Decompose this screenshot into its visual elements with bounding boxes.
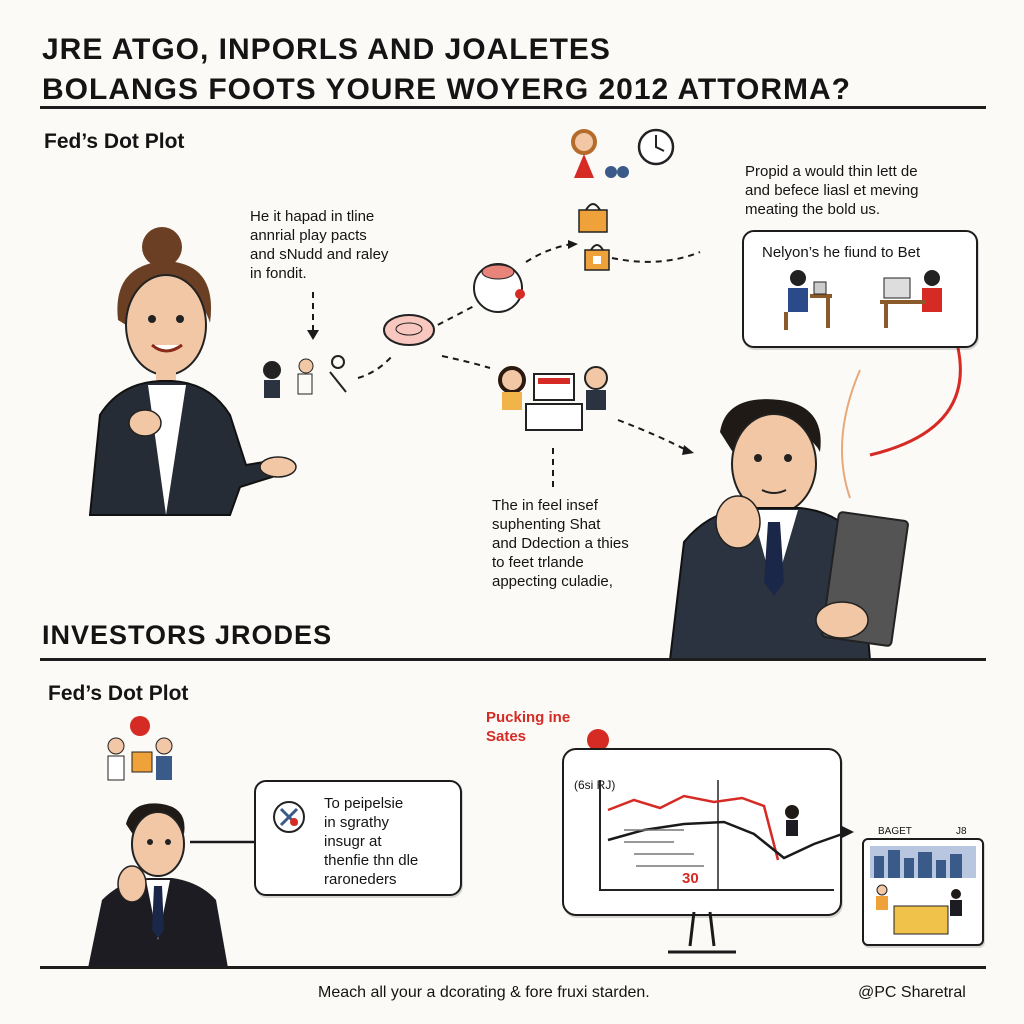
note-right: Propid a would thin lett de and befece l… [745,163,919,218]
clock-icon [637,128,675,166]
page-title-line-2: BOLANGS FOOTS YOURE WOYERG 2012 ATTORMA? [42,73,851,106]
mini-panel [862,838,984,946]
chart-label: Pucking ine Sates [486,709,571,745]
alert-dot-icon [587,729,609,751]
chart-value: 30 [682,870,699,887]
section-heading-investors: INVESTORS JRODES [42,620,333,650]
section-subheading-dot-plot: Fed’s Dot Plot [48,682,189,705]
footer-text: Meach all your a dcorating & fore fruxi … [318,984,650,1001]
info-panel-title: Nelyon’s he fiund to Bet [762,244,921,261]
callout-box: To peipelsie in sgrathy insugr at thenfi… [254,780,462,896]
chart-corner-label: (6si RJ) [574,778,616,792]
flow-arrows [307,240,962,499]
thinking-man-small-illustration [88,803,228,968]
people-icons-cluster [263,355,347,398]
crowd-icon [107,716,173,781]
copyright-text: @PC Sharetral [858,984,966,1001]
binoculars-icon [605,166,629,178]
desk-workers-illustration [784,270,942,330]
trend-chart [599,780,854,891]
note-center: The in feel insef suphenting Shat and Dd… [492,497,629,590]
strategy-icon [273,801,305,833]
girl-icon [571,129,597,178]
teapot-icon [473,263,525,313]
woman-presenter-illustration [88,227,297,516]
section-heading-dot-plot: Fed’s Dot Plot [44,130,185,153]
page-header: JRE ATGO, INPORLS AND JOALETES BOLANGS F… [42,30,1002,110]
plate-icon [383,314,435,346]
footer-divider [40,966,986,969]
mini-panel-label-right: J8 [956,826,967,837]
page-title-line-1: JRE ATGO, INPORLS AND JOALETES [42,33,611,66]
city-store-illustration [870,846,976,935]
monitor-screen: (6si RJ) 30 [562,748,854,916]
callout-connector [190,840,254,844]
monitor-stand [668,911,736,954]
header-divider [40,106,986,109]
callout-text: To peipelsie in sgrathy insugr at thenfi… [324,795,419,888]
shopping-bag-icon-2 [584,244,610,271]
thinking-man-illustration [668,399,909,661]
shopping-bag-icon [578,203,608,233]
info-panel: Nelyon’s he fiund to Bet [742,230,978,348]
note-left: He it hapad in tline annrial play pacts … [250,208,389,282]
team-board-illustration [498,366,608,431]
mini-panel-label-left: BAGET [878,826,912,837]
section-divider [40,658,986,661]
